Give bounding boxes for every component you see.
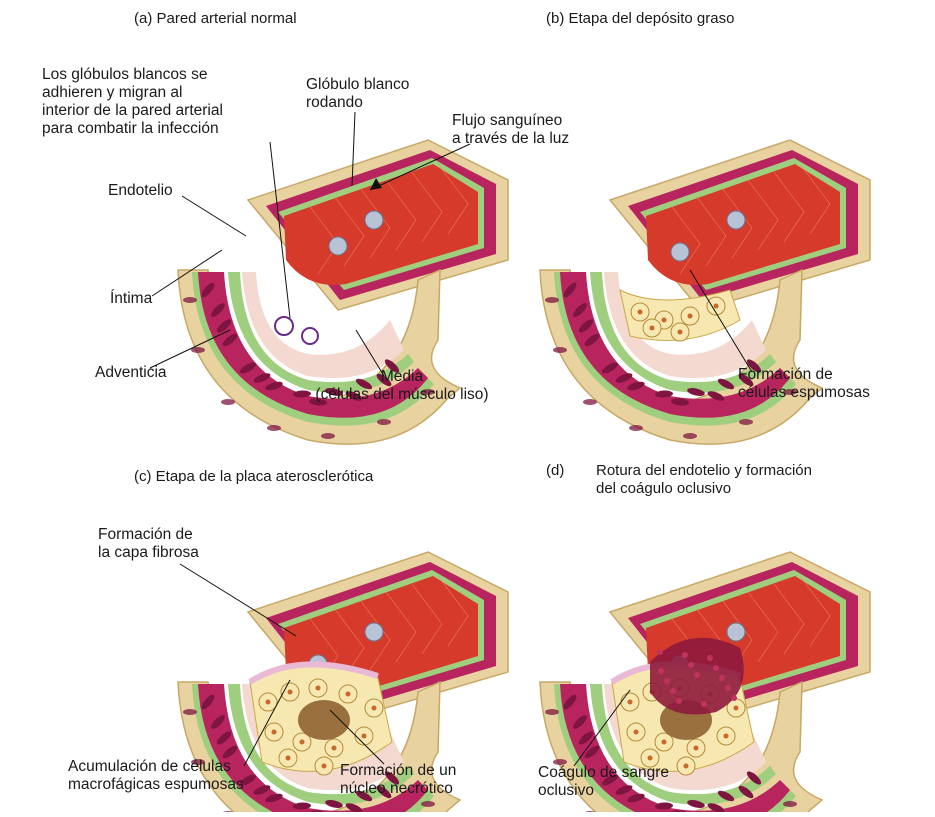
foam-cell-nucleus bbox=[288, 690, 293, 695]
foam-cell-nucleus bbox=[372, 706, 377, 711]
clot-rbc bbox=[658, 668, 664, 674]
adventitia-cell bbox=[783, 801, 797, 807]
label-media: Media(células del músculo liso) bbox=[282, 368, 522, 404]
leader-line bbox=[180, 564, 296, 636]
foam-cell-nucleus bbox=[724, 734, 729, 739]
clot-rbc bbox=[719, 675, 725, 681]
label-endotelio: Endotelio bbox=[108, 182, 173, 200]
foam-cell-nucleus bbox=[648, 756, 653, 761]
clot-rbc bbox=[657, 649, 663, 655]
foam-cell-nucleus bbox=[266, 700, 271, 705]
caption-panel-c: (c) Etapa de la placa aterosclerótica bbox=[134, 468, 373, 486]
adventitia-cell bbox=[377, 419, 391, 425]
caption-panel-d-tag: (d) bbox=[546, 462, 564, 480]
rolling-wbc bbox=[329, 237, 347, 255]
foam-cell-nucleus bbox=[628, 700, 633, 705]
clot-rbc bbox=[664, 678, 670, 684]
caption-panel-a: (a) Pared arterial normal bbox=[134, 10, 297, 28]
adventitia-cell bbox=[545, 297, 559, 303]
rolling-wbc bbox=[727, 623, 745, 641]
clot-rbc bbox=[676, 698, 682, 704]
label-necrotic-core: Formación de unnúcleo necrótico bbox=[340, 762, 456, 798]
foam-cell-nucleus bbox=[662, 740, 667, 745]
clot-rbc bbox=[688, 662, 694, 668]
foam-cell-nucleus bbox=[650, 326, 655, 331]
clot-rbc bbox=[694, 672, 700, 678]
adventitia-cell bbox=[683, 433, 697, 439]
clot-rbc bbox=[701, 701, 707, 707]
foam-cell-nucleus bbox=[678, 330, 683, 335]
leader-line bbox=[182, 196, 246, 236]
foam-cell-nucleus bbox=[322, 764, 327, 769]
foam-cell-nucleus bbox=[286, 756, 291, 761]
rolling-wbc bbox=[365, 623, 383, 641]
foam-cell-nucleus bbox=[714, 304, 719, 309]
adventitia-cell bbox=[267, 425, 281, 431]
foam-cell-nucleus bbox=[332, 746, 337, 751]
clot-rbc bbox=[731, 695, 737, 701]
necrotic-core bbox=[298, 700, 350, 740]
clot-rbc bbox=[725, 685, 731, 691]
adventitia-cell bbox=[183, 709, 197, 715]
label-occlusive-clot: Coágulo de sangreoclusivo bbox=[538, 764, 669, 800]
adventitia-cell bbox=[739, 419, 753, 425]
clot-rbc bbox=[713, 665, 719, 671]
rolling-wbc bbox=[727, 211, 745, 229]
adventitia-cell bbox=[545, 709, 559, 715]
adventitia-cell bbox=[221, 399, 235, 405]
adventitia-cell bbox=[421, 801, 435, 807]
foam-cell-nucleus bbox=[684, 764, 689, 769]
adventitia-cell bbox=[321, 433, 335, 439]
foam-cell-nucleus bbox=[662, 318, 667, 323]
foam-cell-nucleus bbox=[272, 730, 277, 735]
label-intima: Íntima bbox=[110, 290, 152, 308]
clot-rbc bbox=[670, 688, 676, 694]
foam-cell-nucleus bbox=[316, 686, 321, 691]
foam-cell-nucleus bbox=[638, 310, 643, 315]
adventitia-cell bbox=[629, 425, 643, 431]
adventitia-cell bbox=[183, 297, 197, 303]
rolling-wbc bbox=[365, 211, 383, 229]
label-adventicia: Adventicia bbox=[95, 364, 167, 382]
clot-rbc bbox=[707, 655, 713, 661]
foam-cell-nucleus bbox=[300, 740, 305, 745]
caption-panel-b: (b) Etapa del depósito graso bbox=[546, 10, 734, 28]
foam-cell-nucleus bbox=[634, 730, 639, 735]
adventitia-cell bbox=[553, 347, 567, 353]
rolling-wbc bbox=[671, 243, 689, 261]
adhering-wbc bbox=[275, 317, 293, 335]
foam-cell-nucleus bbox=[688, 314, 693, 319]
foam-cell-nucleus bbox=[346, 692, 351, 697]
caption-panel-d: Rotura del endotelio y formacióndel coág… bbox=[596, 462, 812, 498]
foam-cell-nucleus bbox=[694, 746, 699, 751]
adhering-wbc bbox=[302, 328, 318, 344]
clot-rbc bbox=[682, 652, 688, 658]
adventitia-cell bbox=[583, 399, 597, 405]
label-fibrous-cap: Formación dela capa fibrosa bbox=[98, 526, 199, 562]
foam-cell-nucleus bbox=[734, 706, 739, 711]
foam-cell-nucleus bbox=[362, 734, 367, 739]
